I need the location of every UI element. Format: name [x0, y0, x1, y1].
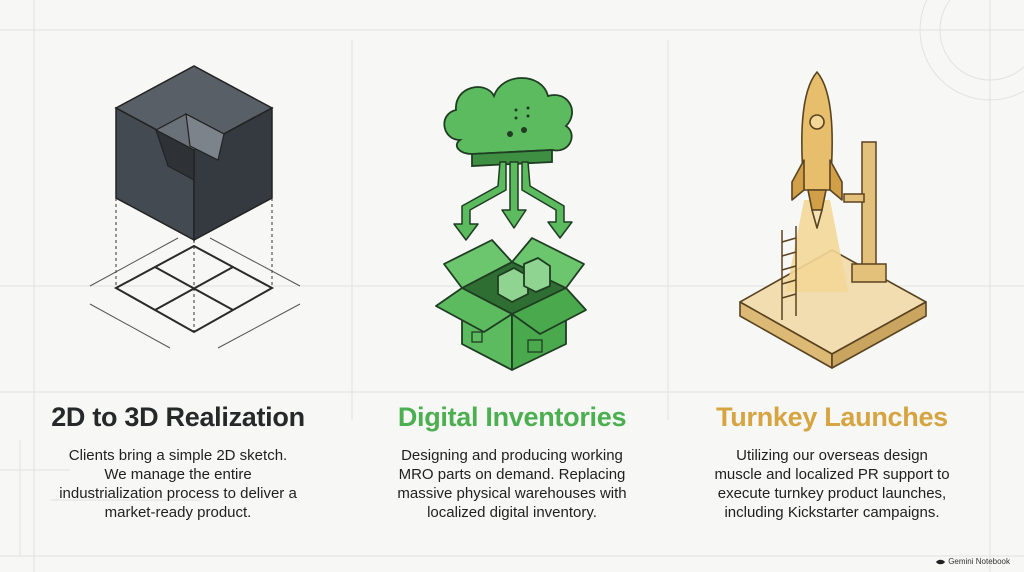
panel-digital-inventories: Digital Inventories Designing and produc… — [352, 0, 672, 572]
panel-title: Digital Inventories — [397, 402, 627, 432]
panel-title: Turnkey Launches — [716, 402, 948, 432]
notebook-logo-icon — [936, 559, 946, 564]
panel-title: 2D to 3D Realization — [51, 402, 305, 432]
cloud-to-box-icon — [435, 77, 587, 371]
panel-turnkey-launches: Turnkey Launches Utilizing our overseas … — [672, 0, 992, 572]
brand-name: Gemini Notebook — [948, 557, 1010, 566]
isometric-block-icon — [89, 65, 301, 349]
panel-2d-to-3d: 2D to 3D Realization Clients bring a sim… — [18, 0, 338, 572]
panel-description: Utilizing our overseas design muscle and… — [714, 447, 950, 521]
brand-footer: Gemini Notebook — [936, 557, 1010, 566]
rocket-launch-icon — [739, 71, 927, 369]
panel-description: Clients bring a simple 2D sketch. We man… — [59, 447, 297, 521]
panel-description: Designing and producing working MRO part… — [397, 447, 627, 521]
